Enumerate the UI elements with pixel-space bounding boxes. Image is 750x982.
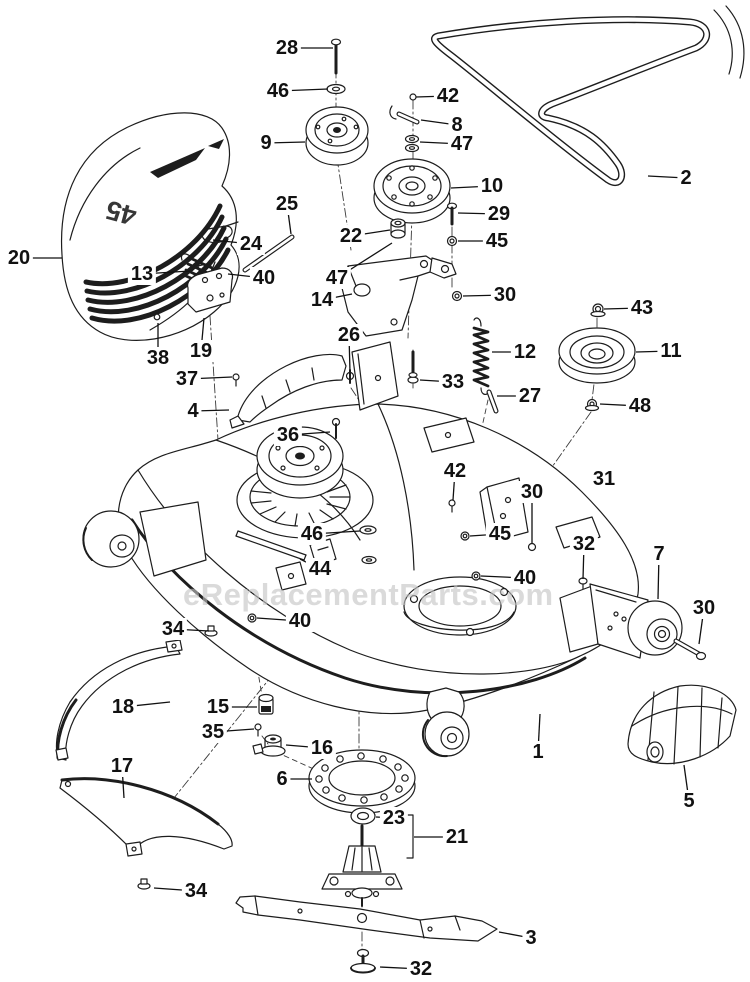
callout-30: 30 (517, 481, 547, 503)
callout-47: 47 (322, 267, 352, 289)
wiper-strip (55, 639, 183, 761)
callout-24: 24 (236, 233, 266, 255)
callout-11: 11 (657, 340, 685, 362)
deck-baffle (229, 341, 399, 429)
callout-48: 48 (625, 395, 655, 417)
callout-7: 7 (650, 543, 668, 565)
right-gauge-wheel (559, 583, 707, 661)
callout-8: 8 (448, 114, 466, 136)
callout-29: 29 (484, 203, 514, 225)
mower-blade (235, 895, 498, 974)
callout-25: 25 (272, 193, 302, 215)
friction-ring (308, 749, 416, 814)
callout-31: 31 (589, 468, 619, 490)
callout-14: 14 (307, 289, 337, 311)
idler-pulley-right (558, 303, 636, 412)
rear-caster-wheel (421, 687, 470, 758)
callout-38: 38 (143, 347, 173, 369)
callout-30: 30 (689, 597, 719, 619)
callout-36: 36 (273, 424, 303, 446)
callout-6: 6 (273, 768, 291, 790)
callout-10: 10 (477, 175, 507, 197)
left-gauge-wheel (82, 501, 207, 577)
callout-30: 30 (490, 284, 520, 306)
callout-2: 2 (677, 167, 695, 189)
callout-40: 40 (249, 267, 279, 289)
callout-40: 40 (285, 610, 315, 632)
callout-1: 1 (529, 741, 547, 763)
callout-19: 19 (186, 340, 216, 362)
callout-46: 46 (297, 523, 327, 545)
callout-28: 28 (272, 37, 302, 59)
callout-15: 15 (203, 696, 233, 718)
callout-45: 45 (485, 523, 515, 545)
callout-16: 16 (307, 737, 337, 759)
callout-23: 23 (379, 807, 409, 829)
callout-12: 12 (510, 341, 540, 363)
callout-32: 32 (406, 958, 436, 980)
drive-belt (431, 5, 745, 187)
belt-cover (627, 684, 737, 765)
deflector-shield (59, 777, 233, 890)
callout-32: 32 (569, 533, 599, 555)
callout-21: 21 (442, 826, 472, 848)
callout-4: 4 (184, 400, 202, 422)
extension-spring (472, 317, 499, 414)
spring-clip-cluster (153, 221, 295, 455)
callout-37: 37 (172, 368, 202, 390)
callout-34: 34 (181, 880, 211, 902)
watermark: eReplacementParts.com (183, 577, 554, 612)
callout-45: 45 (482, 230, 512, 252)
idler-arm-bracket (341, 202, 463, 384)
callout-47: 47 (447, 133, 477, 155)
callout-42: 42 (440, 460, 470, 482)
callout-3: 3 (522, 927, 540, 949)
callout-18: 18 (108, 696, 138, 718)
callout-9: 9 (257, 132, 275, 154)
idler-stack-right (373, 93, 451, 224)
callout-17: 17 (107, 755, 137, 777)
callout-5: 5 (680, 790, 698, 812)
spindle-assembly (321, 807, 414, 907)
callout-13: 13 (127, 263, 157, 285)
callout-27: 27 (515, 385, 545, 407)
callout-20: 20 (4, 247, 34, 269)
callout-21-bracket (406, 814, 414, 859)
callout-46: 46 (263, 80, 293, 102)
callout-43: 43 (627, 297, 657, 319)
idler-stack-left (305, 38, 369, 166)
callout-42: 42 (433, 85, 463, 107)
callout-40: 40 (510, 567, 540, 589)
callout-34: 34 (158, 618, 188, 640)
callout-22: 22 (336, 225, 366, 247)
spacer-hardware (252, 693, 286, 757)
callout-44: 44 (305, 558, 335, 580)
callout-33: 33 (438, 371, 468, 393)
callout-35: 35 (198, 721, 228, 743)
callout-26: 26 (334, 324, 364, 346)
